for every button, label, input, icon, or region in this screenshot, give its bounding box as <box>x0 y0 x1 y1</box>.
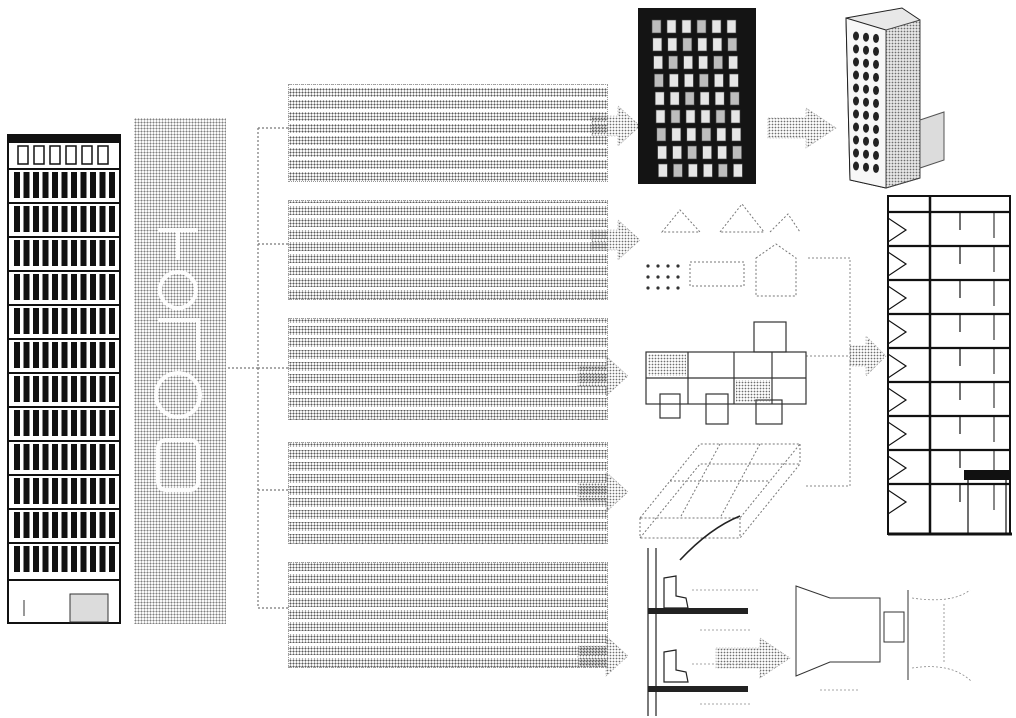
diagram-canvas <box>0 0 1016 718</box>
building-section-icon <box>0 0 1016 718</box>
